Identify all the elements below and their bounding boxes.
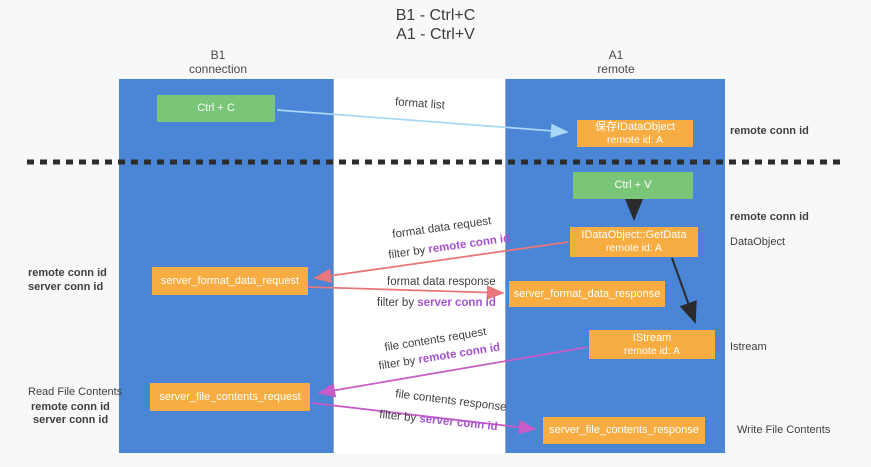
annotation-istream: Istream — [730, 341, 767, 353]
node-save-idataobject: 保存IDataObject remote id: A — [577, 120, 693, 147]
node-istream: IStream remote id: A — [589, 330, 715, 359]
node-ctrl-v-label: Ctrl + V — [614, 179, 652, 191]
diagram-title-line2: A1 - Ctrl+V — [396, 26, 475, 43]
lane-a1-title: A1 — [608, 48, 624, 62]
node-format-request-label: server_format_data_request — [160, 274, 300, 287]
node-file-request-label: server_file_contents_request — [159, 390, 301, 403]
lane-header-a1: A1 remote — [556, 48, 676, 76]
filter-by-prefix: filter by — [377, 297, 415, 309]
format-data-response-filter: filter by server conn id — [377, 297, 496, 309]
annotation-left-server-conn-id-2: server conn id — [33, 414, 109, 426]
annotation-left-remote-conn-id-2: remote conn id — [31, 401, 110, 413]
filter-by-server-conn-id: server conn id — [417, 297, 496, 309]
diagram-title-line1: B1 - Ctrl+C — [395, 7, 476, 24]
node-idataobject-getdata: IDataObject::GetData remote id: A — [570, 227, 698, 257]
node-format-response-label: server_format_data_response — [513, 287, 661, 300]
node-server-file-contents-response: server_file_contents_response — [543, 417, 705, 444]
annotation-remote-conn-id-mid: remote conn id — [730, 211, 809, 223]
node-server-file-contents-request: server_file_contents_request — [150, 383, 310, 411]
node-ctrl-v: Ctrl + V — [573, 172, 693, 199]
annotation-left-remote-conn-id-1: remote conn id — [28, 267, 107, 279]
lane-b1-subtitle: connection — [188, 62, 248, 76]
annotation-dataobject: DataObject — [730, 236, 786, 248]
node-ctrl-c: Ctrl + C — [157, 95, 275, 122]
node-ctrl-c-label: Ctrl + C — [197, 102, 235, 114]
annotation-read-file-contents: Read File Contents — [28, 386, 123, 398]
annotation-write-file-contents: Write File Contents — [737, 424, 831, 436]
node-server-format-data-request: server_format_data_request — [152, 267, 308, 295]
lane-b1-title: B1 — [210, 48, 226, 62]
node-file-response-label: server_file_contents_response — [549, 424, 699, 436]
node-getdata-line2: remote id: A — [605, 242, 663, 254]
diagram-title: B1 - Ctrl+C A1 - Ctrl+V — [0, 6, 871, 44]
format-data-response-label: format data response — [387, 276, 496, 288]
annotation-left-server-conn-id-1: server conn id — [28, 281, 104, 293]
lane-header-b1: B1 connection — [158, 48, 278, 76]
node-getdata-line1: IDataObject::GetData — [581, 229, 687, 241]
node-save-idataobject-line2: remote id: A — [606, 133, 664, 146]
node-save-idataobject-line1: 保存IDataObject — [594, 120, 676, 133]
lane-a1-subtitle: remote — [597, 62, 635, 76]
node-istream-line1: IStream — [632, 331, 672, 344]
node-istream-line2: remote id: A — [623, 344, 681, 357]
node-server-format-data-response: server_format_data_response — [509, 281, 665, 307]
annotation-remote-conn-id-top: remote conn id — [730, 125, 809, 137]
